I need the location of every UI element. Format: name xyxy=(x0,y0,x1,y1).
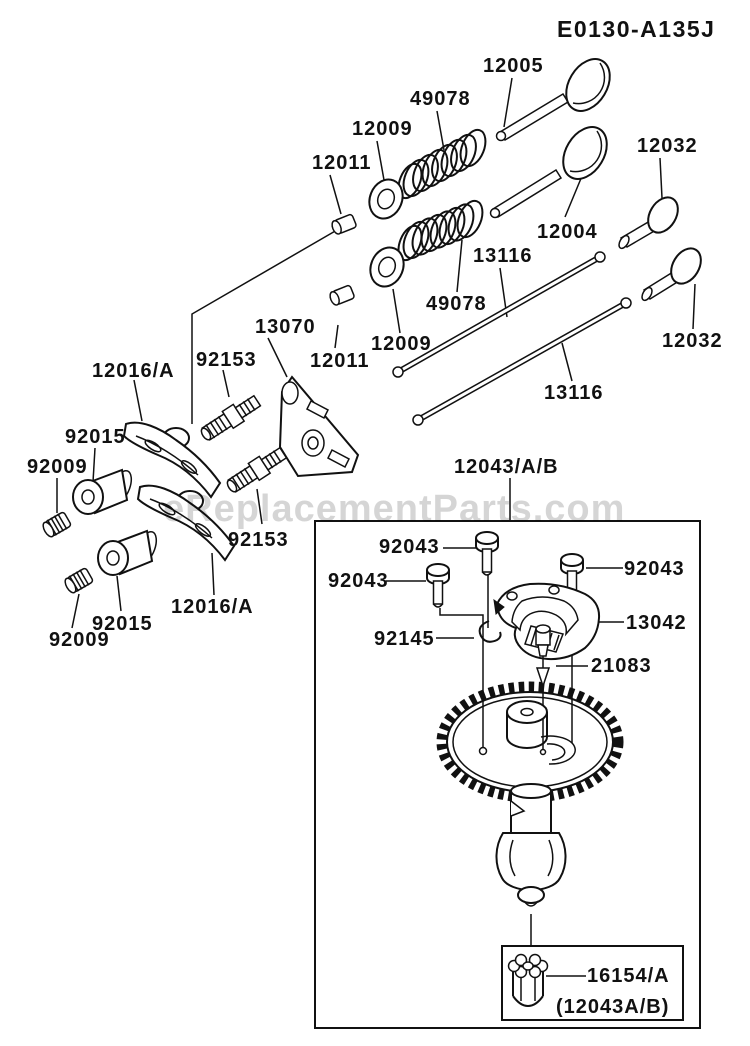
label-12016A-2: 12016/A xyxy=(171,596,254,618)
rocker-arm-12016A-lower xyxy=(136,484,236,562)
shoulder-bolt-92043-right xyxy=(560,553,584,598)
label-16154A: 16154/A xyxy=(587,965,670,987)
pinion-inset xyxy=(501,945,684,1021)
label-13070: 13070 xyxy=(255,316,316,338)
label-21083: 21083 xyxy=(591,655,652,677)
part-labels: E0130-A135J 12005 49078 12009 12011 1203… xyxy=(27,16,723,1018)
adjust-screw-92153-lower xyxy=(226,446,288,493)
screw-92009-upper xyxy=(42,511,72,538)
valve-spring-49078-upper xyxy=(397,128,487,200)
spring-clip-92145 xyxy=(478,598,505,643)
label-12043AB-caption: (12043A/B) xyxy=(556,996,669,1018)
valve-cap-12032-lower xyxy=(641,247,702,302)
label-12011-2: 12011 xyxy=(310,350,370,372)
label-92043-right: 92043 xyxy=(624,558,685,580)
pinion-gear-16154A xyxy=(507,953,549,1008)
label-12005: 12005 xyxy=(483,55,544,77)
valve-12004 xyxy=(489,126,608,219)
label-12032-1: 12032 xyxy=(637,135,698,157)
camshaft-inset-box xyxy=(314,520,701,1029)
pivot-92015-upper xyxy=(72,468,133,515)
label-13042: 13042 xyxy=(626,612,687,634)
collet-12011-upper xyxy=(331,213,357,235)
screw-92009-lower xyxy=(64,567,94,594)
watermark-text: eReplacementParts.com xyxy=(163,488,625,530)
push-rod-13116-upper xyxy=(392,251,606,378)
label-92009-1: 92009 xyxy=(27,456,88,478)
label-12032-2: 12032 xyxy=(662,330,723,352)
label-12011-1: 12011 xyxy=(312,152,372,174)
label-49078-1: 49078 xyxy=(410,88,471,110)
label-49078-2: 49078 xyxy=(426,293,487,315)
valve-12005 xyxy=(495,58,611,142)
gear-hub xyxy=(506,700,576,765)
guide-plate-13070 xyxy=(278,375,360,478)
weight-pin-21083 xyxy=(535,624,551,689)
label-13116-2: 13116 xyxy=(544,382,604,404)
leader-lines xyxy=(56,77,696,977)
label-92043-top: 92043 xyxy=(379,536,440,558)
label-13116-1: 13116 xyxy=(473,245,533,267)
label-92015-1: 92015 xyxy=(65,426,126,448)
label-92145: 92145 xyxy=(374,628,435,650)
rocker-arm-12016A-upper xyxy=(122,421,222,499)
label-12016A-1: 12016/A xyxy=(92,360,175,382)
label-92009-2: 92009 xyxy=(49,629,110,651)
spring-retainer-12009-lower xyxy=(369,246,405,288)
label-12043AB: 12043/A/B xyxy=(454,456,559,478)
shoulder-bolt-92043-top xyxy=(475,531,499,576)
label-12009-2: 12009 xyxy=(371,333,432,355)
push-rod-13116-lower xyxy=(412,297,632,426)
label-92153-2: 92153 xyxy=(228,529,289,551)
spring-retainer-12009-upper xyxy=(368,178,404,220)
collet-12011-lower xyxy=(329,284,355,306)
adjust-screw-92153-upper xyxy=(200,394,262,441)
shoulder-bolt-92043-left xyxy=(426,563,450,608)
pivot-92015-lower xyxy=(97,529,158,576)
label-12004: 12004 xyxy=(537,221,598,243)
valve-cap-12032-upper xyxy=(618,196,679,250)
diagram-code: E0130-A135J xyxy=(557,16,715,42)
label-92043-left: 92043 xyxy=(328,570,389,592)
label-12009-1: 12009 xyxy=(352,118,413,140)
camshaft-body xyxy=(495,783,567,907)
label-92153-1: 92153 xyxy=(196,349,257,371)
label-92015-2: 92015 xyxy=(92,613,153,635)
